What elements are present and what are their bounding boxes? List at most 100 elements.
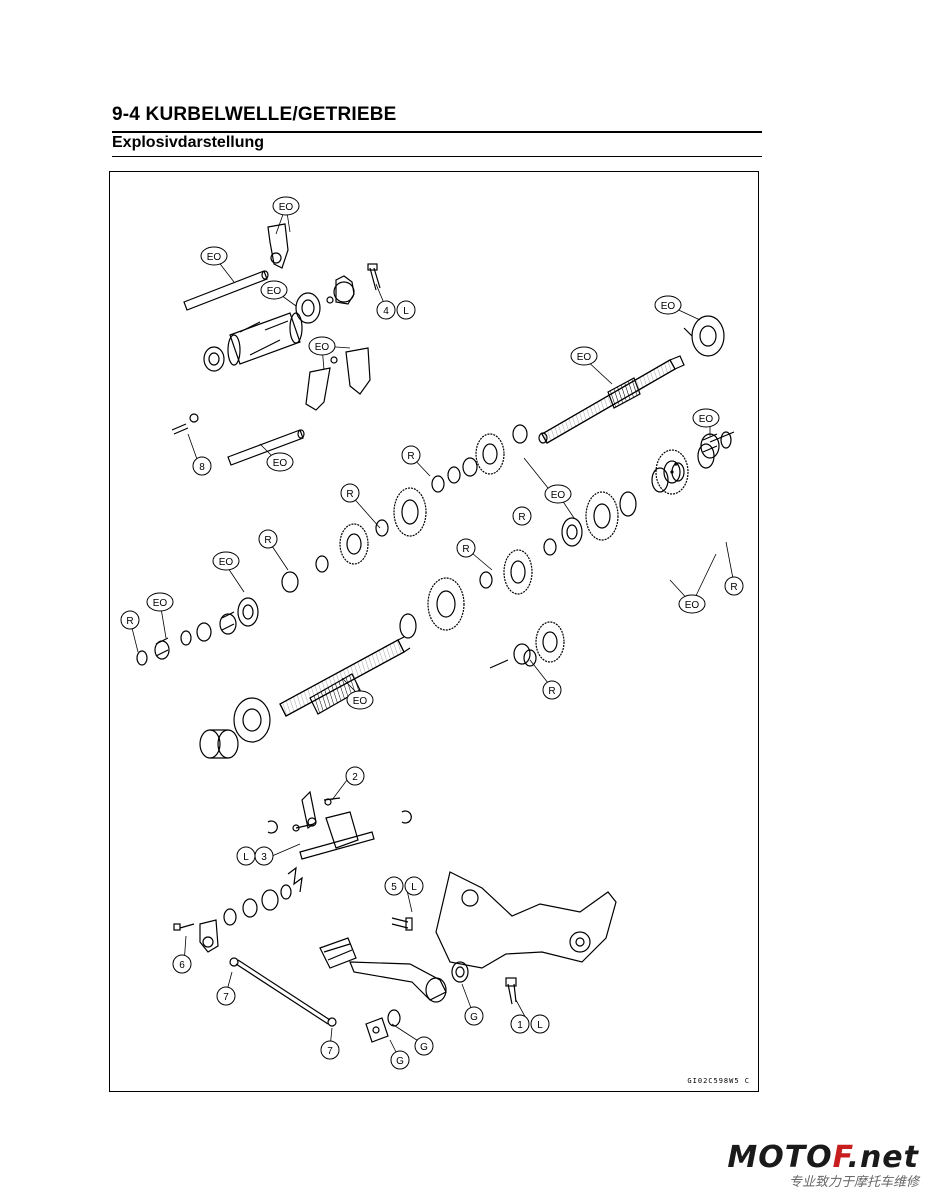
- shift-arm: [301, 790, 317, 830]
- callout-5: 5: [384, 876, 404, 896]
- svg-text:EO: EO: [273, 458, 288, 469]
- shift-fork-upper: [267, 223, 289, 269]
- svg-text:R: R: [407, 451, 414, 462]
- svg-text:R: R: [126, 616, 133, 627]
- svg-text:EO: EO: [315, 342, 330, 353]
- output-washer-2: [447, 466, 461, 484]
- drive-gear-4: [585, 491, 619, 541]
- svg-text:EO: EO: [279, 202, 294, 213]
- callout-eo: EO: [146, 592, 174, 612]
- callout-r: R: [120, 610, 140, 630]
- callout-7: 7: [320, 1040, 340, 1060]
- clamp-bolt: [173, 923, 195, 931]
- shift-forks-lower: [305, 347, 371, 411]
- drive-bushing: [651, 467, 669, 493]
- drive-circlip-2: [720, 431, 732, 449]
- callout-eo: EO: [272, 196, 300, 216]
- drive-gear-3: [561, 517, 583, 547]
- callout-r: R: [724, 576, 744, 596]
- svg-text:G: G: [420, 1042, 428, 1053]
- shift-rod-joint: [365, 1009, 401, 1043]
- output-bushing: [196, 622, 212, 642]
- needle-bearing-top: [697, 443, 715, 469]
- shift-fork-shaft-lower: [227, 429, 305, 466]
- svg-text:L: L: [537, 1020, 543, 1031]
- e-clip: [267, 810, 412, 834]
- output-circlip-3: [281, 571, 299, 593]
- shift-mechanism-bolt: [323, 797, 341, 806]
- watermark-text: .net: [847, 1140, 919, 1175]
- drive-gear-5: [619, 491, 637, 517]
- shift-fork-shaft-upper: [183, 270, 269, 311]
- svg-text:R: R: [346, 489, 353, 500]
- callout-2: 2: [345, 766, 365, 786]
- callout-l: L: [404, 876, 424, 896]
- leader-lines: [129, 205, 735, 1061]
- callout-g: G: [414, 1036, 434, 1056]
- callout-l: L: [396, 300, 416, 320]
- output-washer-3: [315, 555, 329, 573]
- svg-text:EO: EO: [577, 352, 592, 363]
- section-title: Explosivdarstellung: [112, 134, 762, 157]
- drive-washer-3: [513, 643, 531, 665]
- svg-text:EO: EO: [207, 252, 222, 263]
- callout-eo: EO: [544, 484, 572, 504]
- return-spring-pin: [292, 823, 315, 832]
- shift-shaft-seal: [223, 884, 292, 926]
- callout-eo: EO: [692, 408, 720, 428]
- shift-drum-cam: [326, 275, 355, 305]
- needle-bearing-output-2: [154, 637, 170, 660]
- callout-eo: EO: [266, 452, 294, 472]
- callout-3: 3: [254, 846, 274, 866]
- callout-eo: EO: [654, 295, 682, 315]
- pivot-bolt: [505, 977, 517, 1005]
- shift-pedal: [349, 961, 447, 1003]
- watermark-logo: MOTOF.net 专业致力于摩托车维修: [727, 1140, 919, 1190]
- callout-r: R: [401, 445, 421, 465]
- bracket-bolt: [391, 917, 413, 931]
- shift-drum-bearing: [295, 292, 321, 324]
- callout-l: L: [236, 846, 256, 866]
- cam-bolt: [367, 263, 381, 291]
- output-gear-top: [655, 449, 689, 495]
- callout-g: G: [390, 1050, 410, 1070]
- callout-r: R: [542, 680, 562, 700]
- output-gear-3: [339, 523, 369, 565]
- callout-8: 8: [192, 456, 212, 476]
- callout-eo: EO: [212, 551, 240, 571]
- callout-7: 7: [216, 986, 236, 1006]
- svg-text:EO: EO: [219, 557, 234, 568]
- callout-eo: EO: [200, 246, 228, 266]
- svg-text:4: 4: [383, 306, 389, 317]
- output-circlip-2: [375, 519, 389, 537]
- neutral-switch: [171, 413, 199, 435]
- drive-shaft: [279, 636, 411, 717]
- output-spacer: [462, 457, 478, 477]
- tie-rod: [229, 957, 337, 1027]
- diagram-drawing: EO EO EO 4 L EO: [120, 196, 744, 1070]
- svg-text:EO: EO: [699, 414, 714, 425]
- output-gear-1: [475, 433, 505, 475]
- svg-text:R: R: [548, 686, 555, 697]
- exploded-view-diagram: EO EO EO 4 L EO: [109, 171, 759, 1092]
- footrest-bracket: [435, 871, 617, 969]
- watermark-tagline: 专业致力于摩托车维修: [788, 1175, 919, 1190]
- callout-r: R: [340, 483, 360, 503]
- callout-eo: EO: [570, 346, 598, 366]
- svg-text:7: 7: [327, 1046, 333, 1057]
- output-circlip-4: [136, 650, 148, 666]
- svg-text:EO: EO: [153, 598, 168, 609]
- shift-lever-clamp: [199, 919, 219, 953]
- svg-text:2: 2: [352, 772, 358, 783]
- needle-bearing-output: [219, 611, 237, 635]
- svg-text:EO: EO: [661, 301, 676, 312]
- callout-6: 6: [172, 954, 192, 974]
- shift-pedal-rubber: [319, 937, 357, 969]
- output-gear-4: [237, 597, 259, 627]
- svg-text:R: R: [462, 544, 469, 555]
- svg-text:G: G: [396, 1056, 404, 1067]
- drive-shaft-end-arrow: [489, 659, 509, 669]
- pedal-pivot-washer: [451, 961, 469, 983]
- svg-text:L: L: [411, 882, 417, 893]
- svg-text:R: R: [730, 582, 737, 593]
